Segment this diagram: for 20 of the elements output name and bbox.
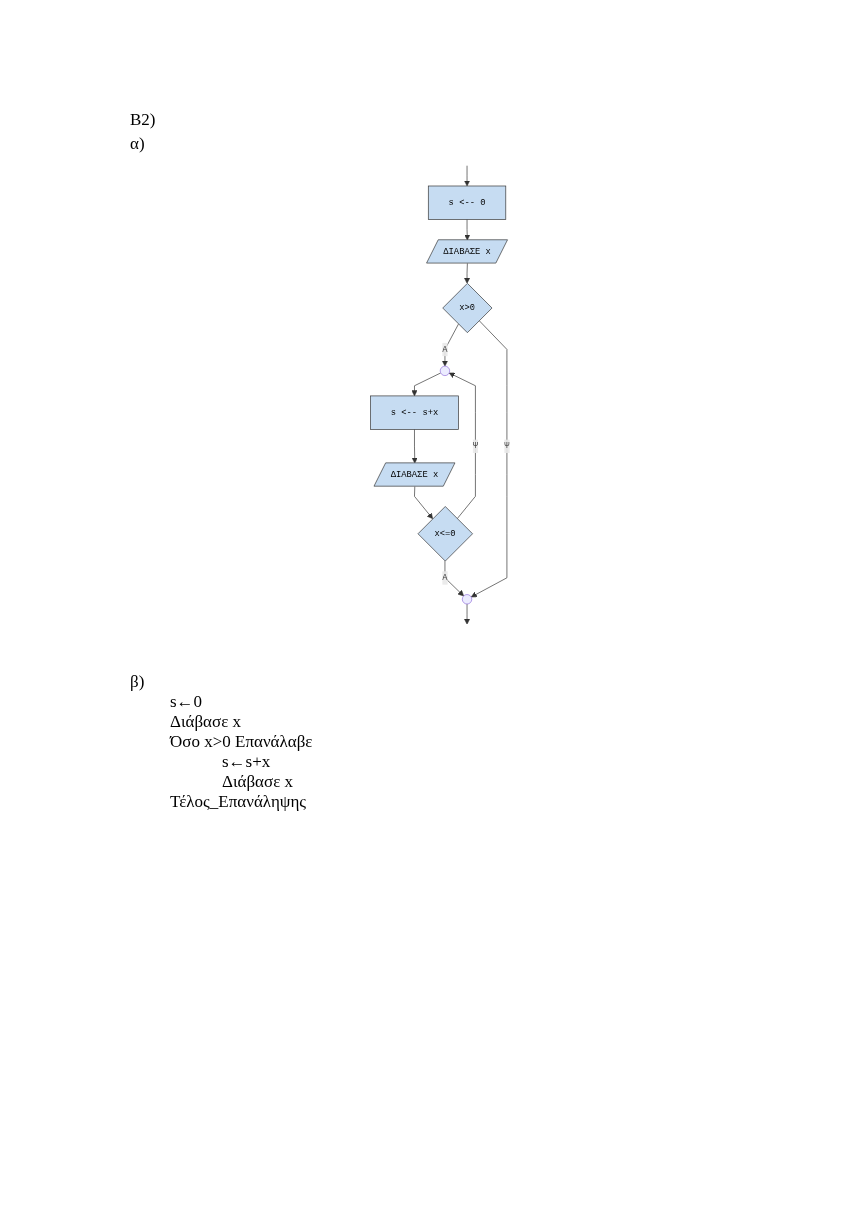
node-box <box>370 395 459 430</box>
code-line: Όσο x>0 Επανάλαβε <box>170 732 313 752</box>
code-line: Διάβασε x <box>222 772 294 792</box>
section-heading: Β2) <box>130 110 156 130</box>
node-diamond <box>442 283 493 333</box>
code-line: s←0 <box>170 692 203 712</box>
code-line: Διάβασε x <box>170 712 242 732</box>
code-line: Τέλος_Επανάληψης <box>170 792 307 812</box>
edge-label: Α <box>442 572 448 583</box>
node-box <box>427 185 507 220</box>
node-diamond <box>417 506 473 562</box>
part-label: α) <box>130 134 145 154</box>
part-label: β) <box>130 672 145 692</box>
node-circle <box>461 594 473 605</box>
edge-label: Α <box>442 344 448 355</box>
node-circle <box>439 365 450 376</box>
code-line: s←s+x <box>222 752 271 772</box>
edge-label: Ψ <box>504 440 510 452</box>
flowchart: Α Ψ Α Ψ s <-- 0 ΔΙΑΒΑΣΕ x x>0 s <-- s+x ΔΙΑΒΑΣΕ x x<=0 <box>290 140 590 650</box>
edge-label: Ψ <box>472 440 479 452</box>
